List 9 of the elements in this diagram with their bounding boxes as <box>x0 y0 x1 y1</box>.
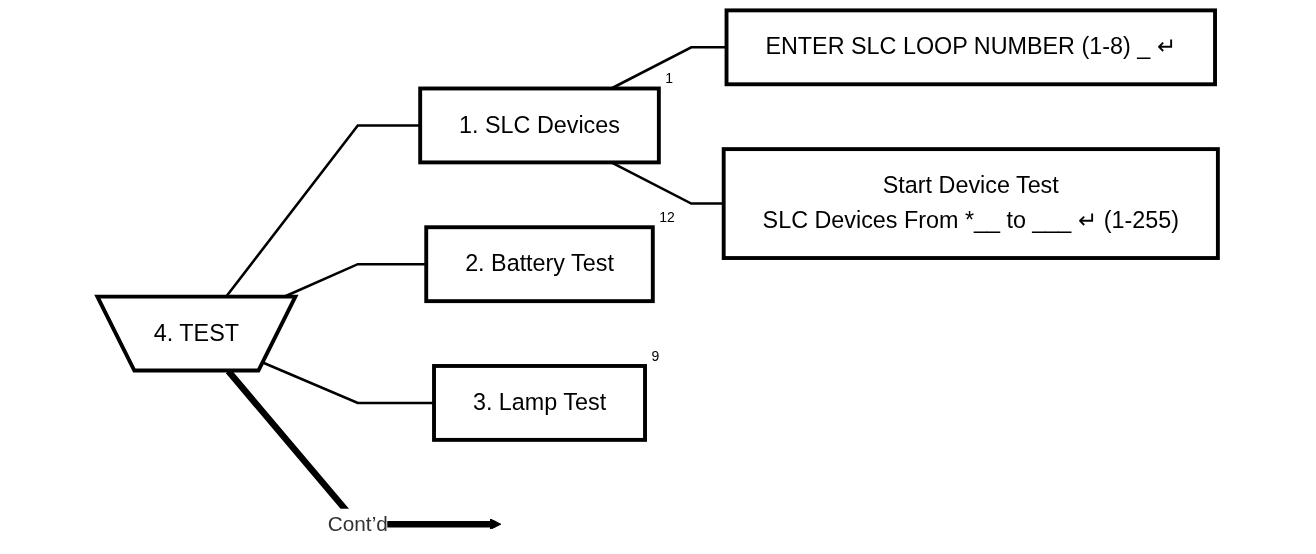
node-box: 2. Battery Test <box>424 225 656 304</box>
node-box: 1. SLC Devices <box>418 86 662 165</box>
edge-label: Cont’d <box>328 512 389 535</box>
callout-number: 12 <box>659 209 675 226</box>
callout-number: 9 <box>651 347 660 364</box>
node-box: 3. Lamp Test <box>432 364 648 442</box>
callout-number: 1 <box>665 70 673 87</box>
node-box: ENTER SLC LOOP NUMBER (1-8) _ ↵ <box>724 8 1218 87</box>
node-box: Start Device Test SLC Devices From *__ to ___ ↵ (1-255) <box>722 147 1221 260</box>
